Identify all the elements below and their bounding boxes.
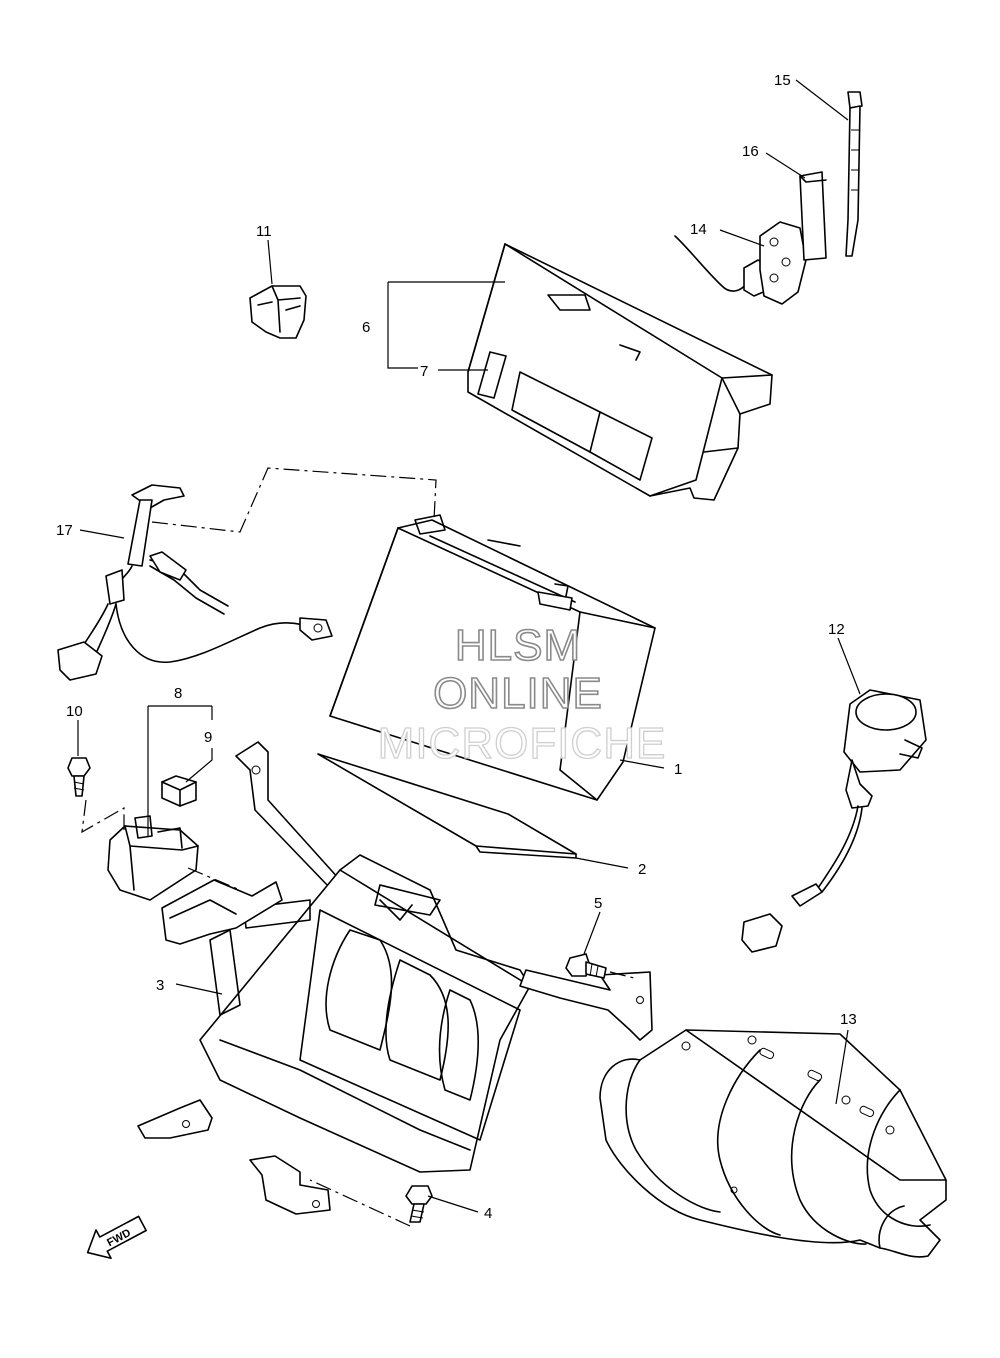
bolt-part-4 bbox=[405, 1185, 433, 1223]
callout-7: 7 bbox=[420, 363, 428, 380]
bolt-part-10 bbox=[67, 757, 91, 797]
watermark-line-1: HLSM bbox=[455, 621, 581, 670]
callout-10: 10 bbox=[66, 703, 83, 720]
battery-cover-part-6 bbox=[467, 243, 773, 501]
leader-lines bbox=[77, 79, 861, 1213]
callout-2: 2 bbox=[638, 861, 646, 878]
callout-1: 1 bbox=[674, 761, 682, 778]
callout-16: 16 bbox=[742, 143, 759, 160]
clamp-part-11 bbox=[249, 285, 307, 339]
callout-13: 13 bbox=[840, 1011, 857, 1028]
connection-lines bbox=[81, 467, 635, 1227]
socket-part-12 bbox=[741, 689, 927, 953]
watermark-line-3: MICROFICHE bbox=[378, 719, 667, 768]
callout-labels: 1 2 3 4 5 6 7 8 9 10 11 12 13 14 15 16 1… bbox=[56, 72, 857, 1222]
sensor-part-14 bbox=[674, 221, 807, 305]
watermark: HLSM ONLINE MICROFICHE bbox=[377, 620, 667, 768]
cover-part-13 bbox=[599, 1029, 947, 1258]
callout-5: 5 bbox=[594, 895, 602, 912]
callout-4: 4 bbox=[484, 1205, 492, 1222]
fwd-label: FWD bbox=[105, 1227, 133, 1249]
callout-9: 9 bbox=[204, 729, 212, 746]
fwd-arrow: FWD bbox=[86, 1215, 147, 1260]
cable-tie-part-15 bbox=[845, 91, 863, 257]
battery-part-1 bbox=[329, 514, 656, 801]
callout-6: 6 bbox=[362, 319, 370, 336]
fuse-part-9 bbox=[161, 775, 197, 807]
callout-12: 12 bbox=[828, 621, 845, 638]
starter-relay-part-8 bbox=[107, 815, 199, 901]
callout-14: 14 bbox=[690, 221, 707, 238]
callout-15: 15 bbox=[774, 72, 791, 89]
battery-mat-part-2 bbox=[317, 753, 577, 859]
callout-3: 3 bbox=[156, 977, 164, 994]
callout-17: 17 bbox=[56, 522, 73, 539]
watermark-line-2: ONLINE bbox=[433, 669, 603, 718]
pad-part-16 bbox=[799, 171, 827, 261]
callout-11: 11 bbox=[256, 223, 272, 240]
wire-harness-part-17 bbox=[57, 484, 333, 681]
battery-box-part-3 bbox=[137, 741, 653, 1215]
callout-8: 8 bbox=[174, 685, 182, 702]
bolt-part-5 bbox=[565, 953, 607, 979]
